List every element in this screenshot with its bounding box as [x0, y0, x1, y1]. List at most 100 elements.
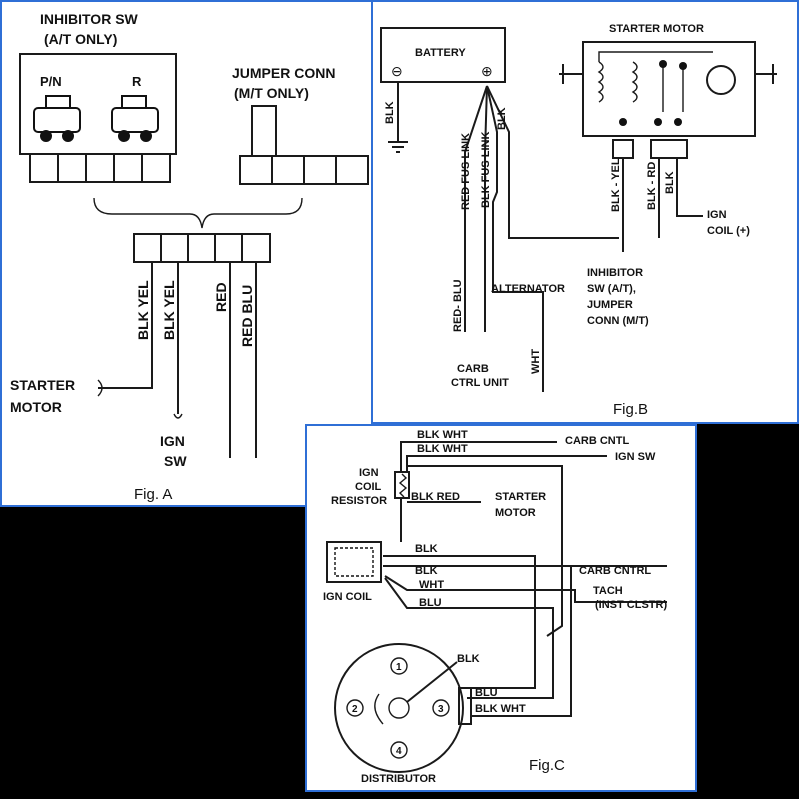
- jumper-label: JUMPER: [587, 299, 633, 311]
- starter-ground-left-icon: [559, 64, 583, 84]
- battery-negative-icon: ⊖: [391, 63, 403, 79]
- alternator-label: ALTERNATOR: [491, 283, 565, 295]
- terminal-3-label: 3: [438, 704, 444, 715]
- red-fus-link-label: RED FUS LINK: [460, 133, 472, 210]
- blk-wire-a: [383, 555, 536, 689]
- alternator-wire: [486, 85, 544, 392]
- figure-c-diagram: BLK WHT CARB CNTL BLK WHT IGN SW IGN COI…: [323, 429, 667, 785]
- starter-ground-right-icon: [755, 64, 777, 84]
- starter-motor-label: STARTER MOTOR: [609, 23, 704, 35]
- jumper-plug: [251, 105, 277, 157]
- wire-label-red: RED: [213, 282, 229, 312]
- figure-b-panel: BATTERY ⊖ ⊕ BLK RED FUS LINK BLK FUS LIN…: [371, 0, 799, 424]
- rotor-center: [388, 697, 410, 719]
- distributor-label: DISTRIBUTOR: [361, 773, 436, 785]
- coil-right-icon: [631, 61, 638, 103]
- wire-label-red-blu: RED BLU: [239, 285, 255, 347]
- conn-mt-label: CONN (M/T): [587, 315, 649, 327]
- motor-label: MOTOR: [10, 399, 62, 415]
- coil-label: COIL: [355, 481, 382, 493]
- inhibitor-at-only-label: (A/T ONLY): [44, 31, 117, 47]
- figure-a-panel: INHIBITOR SW (A/T ONLY) P/N R JUMPER CON…: [0, 0, 373, 507]
- motor-label: MOTOR: [495, 507, 536, 519]
- blk-label-3: BLK: [664, 171, 676, 194]
- distributor-cap: [334, 643, 464, 773]
- r-label: R: [132, 74, 142, 89]
- blk-wht-dist-wire: [471, 566, 572, 717]
- battery-label: BATTERY: [415, 47, 466, 59]
- wire-label-blk-yel-1: BLK YEL: [135, 280, 151, 340]
- blk-label-b: BLK: [415, 565, 438, 577]
- terminal-4: [390, 741, 408, 759]
- bracket: [93, 197, 303, 229]
- jumper-connector: [239, 155, 369, 185]
- resistor-label: RESISTOR: [331, 495, 387, 507]
- contact-dot: [619, 118, 627, 126]
- fig-a-caption: Fig. A: [134, 486, 172, 503]
- blu-label-2: BLU: [475, 687, 498, 699]
- blk-ground-label: BLK: [384, 101, 396, 124]
- terminal-2: [346, 699, 364, 717]
- tach-wire: [384, 575, 667, 603]
- ctrl-unit-label: CTRL UNIT: [451, 377, 509, 389]
- blk-label-c: BLK: [457, 653, 480, 665]
- blk-label-a: BLK: [415, 543, 438, 555]
- battery-positive-icon: ⊕: [481, 63, 493, 79]
- wht-label: WHT: [530, 349, 542, 374]
- sw-label: SW: [164, 453, 187, 469]
- carb-label: CARB: [457, 363, 489, 375]
- inst-clstr-label: (INST CLSTR): [595, 599, 667, 611]
- jumper-conn-label: JUMPER CONN: [232, 65, 335, 81]
- rotor-arm: [406, 661, 458, 703]
- starter-label: STARTER: [10, 377, 75, 393]
- blk-fus-link-wire: [484, 85, 488, 332]
- starter-internal-contacts: [662, 62, 684, 112]
- terminal-4-label: 4: [396, 746, 402, 757]
- sw-at-label: SW (A/T),: [587, 283, 636, 295]
- ign-sw-label: IGN SW: [615, 451, 656, 463]
- jumper-mt-only-label: (M/T ONLY): [234, 85, 309, 101]
- rotation-arrow-icon: [374, 693, 384, 725]
- wire-label-blk-yel-2: BLK YEL: [161, 280, 177, 340]
- red-fus-link-wire: [464, 85, 488, 332]
- fig-b-caption: Fig.B: [613, 401, 648, 418]
- carb-cntl-label: CARB CNTL: [565, 435, 629, 447]
- figure-b-diagram: BATTERY ⊖ ⊕ BLK RED FUS LINK BLK FUS LIN…: [380, 23, 777, 418]
- ground-icon: [388, 141, 408, 153]
- blk-rd-label: BLK - RD: [646, 162, 658, 210]
- blu-label: BLU: [419, 597, 442, 609]
- blk-fus-link-label: BLK FUS LINK: [480, 132, 492, 208]
- ign-sw-wire: [406, 455, 607, 472]
- blk-wht-label-3: BLK WHT: [475, 703, 526, 715]
- wht-label: WHT: [419, 579, 444, 591]
- inhibitor-label: INHIBITOR: [587, 267, 643, 279]
- ign-coil-label: IGN COIL: [323, 591, 372, 603]
- inhibitor-switch-label: INHIBITOR SW: [40, 11, 139, 27]
- ign-label: IGN: [707, 209, 727, 221]
- blk-wht-label-2: BLK WHT: [417, 443, 468, 455]
- pn-label: P/N: [40, 74, 62, 89]
- fig-c-caption: Fig.C: [529, 757, 565, 774]
- inhibitor-connector: [29, 153, 171, 183]
- blk-starter-wire: [486, 85, 619, 239]
- coil-plus-label: COIL (+): [707, 225, 750, 237]
- battery-box: [380, 27, 506, 83]
- motor-armature-icon: [706, 65, 736, 95]
- carb-cntl-wire: [400, 441, 557, 472]
- blk-yel-label: BLK - YEL: [610, 158, 622, 212]
- starter-label: STARTER: [495, 491, 546, 503]
- red-blu-label: RED- BLU: [452, 279, 464, 332]
- terminal-1-label: 1: [396, 662, 402, 673]
- wire-starter: [98, 262, 153, 389]
- distributor-connector: [458, 687, 472, 725]
- terminal-1: [390, 657, 408, 675]
- figure-a-diagram: INHIBITOR SW (A/T ONLY) P/N R JUMPER CON…: [10, 11, 369, 503]
- resistor-icon: [398, 473, 408, 498]
- contact-dot: [659, 60, 667, 68]
- terminal-2-label: 2: [352, 704, 358, 715]
- ign-coil-icon: [326, 541, 382, 583]
- tach-label: TACH: [593, 585, 623, 597]
- blk-label-2: BLK: [496, 107, 508, 130]
- contact-dot: [654, 118, 662, 126]
- terminal-3: [432, 699, 450, 717]
